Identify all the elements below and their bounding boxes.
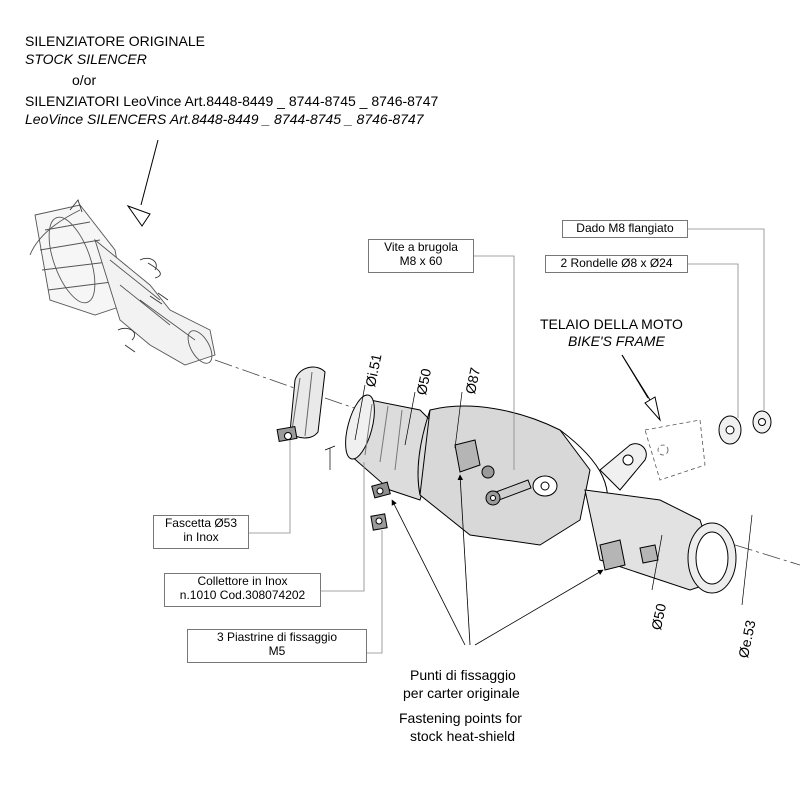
clamp-callout-line1: Fascetta Ø53 (164, 516, 238, 530)
stock-silencer (29, 199, 216, 366)
fastening-label-en-2: stock heat-shield (410, 728, 516, 744)
plates-callout-line2: M5 (268, 644, 286, 658)
clamp-callout: Fascetta Ø53 in Inox (153, 515, 249, 549)
leader-lines (249, 228, 765, 654)
frame-arrow (621, 354, 661, 422)
clamp-plates (370, 481, 391, 531)
clamp-callout-line2: in Inox (183, 530, 219, 544)
header-line-2: STOCK SILENCER (25, 51, 147, 67)
collector-callout-line1: Collettore in Inox (197, 574, 288, 588)
silencer-body (417, 405, 737, 594)
fastening-label-it-2: per carter originale (403, 685, 520, 701)
bolt-callout-line1: Vite a brugola (384, 240, 458, 254)
fastening-label-it-1: Punti di fissaggio (410, 667, 516, 683)
fastening-pointers (391, 474, 604, 646)
header-line-1: SILENZIATORE ORIGINALE (25, 33, 205, 49)
washer-callout: 2 Rondelle Ø8 x Ø24 (545, 255, 688, 273)
header-line-5: LeoVince SILENCERS Art.8448-8449 _ 8744-… (25, 111, 424, 127)
bolt-callout: Vite a brugola M8 x 60 (368, 239, 474, 273)
nut-callout-text: Dado M8 flangiato (576, 221, 674, 235)
header-line-3: o/or (72, 72, 97, 88)
header-line-4: SILENZIATORI LeoVince Art.8448-8449 _ 87… (25, 93, 439, 109)
frame-bracket (644, 419, 706, 481)
frame-label-en: BIKE'S FRAME (568, 333, 665, 349)
bolt-part (481, 465, 532, 506)
fastening-label-en-1: Fastening points for (399, 710, 522, 726)
clamp-part (276, 366, 326, 443)
collector-pipe (345, 394, 441, 501)
collector-callout: Collettore in Inox n.1010 Cod.308074202 (164, 573, 321, 607)
frame-label: TELAIO DELLA MOTO (540, 316, 683, 332)
washer-callout-text: 2 Rondelle Ø8 x Ø24 (560, 256, 673, 270)
nut-callout: Dado M8 flangiato (562, 220, 688, 238)
dimension-lines (324, 384, 753, 606)
bolt-callout-line2: M8 x 60 (399, 254, 443, 268)
collector-callout-line2: n.1010 Cod.308074202 (179, 588, 306, 602)
washers-and-nut (718, 410, 772, 445)
plates-callout-line1: 3 Piastrine di fissaggio (216, 630, 338, 644)
plates-callout: 3 Piastrine di fissaggio M5 (187, 629, 367, 663)
stock-silencer-arrow (126, 139, 159, 227)
